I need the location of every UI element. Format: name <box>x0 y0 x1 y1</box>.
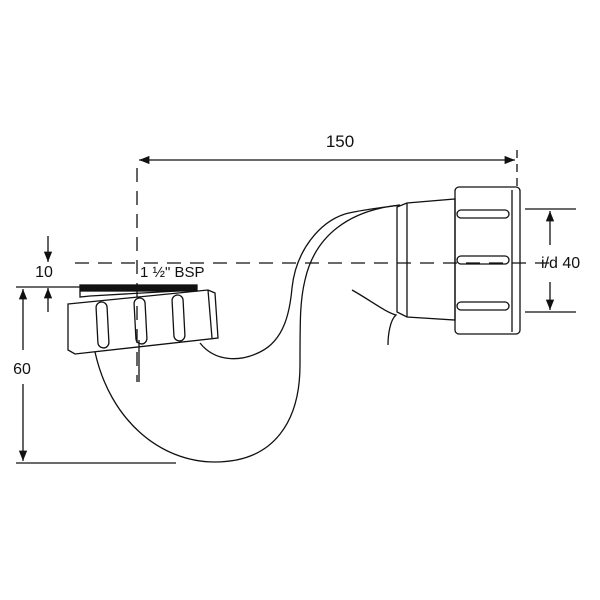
trap-outer-curve <box>94 204 401 463</box>
thread-label: 1 ½" BSP <box>140 264 205 281</box>
inlet-nut-slot <box>171 294 186 342</box>
outlet-nut <box>454 186 521 335</box>
outlet-nut-slot <box>456 301 510 311</box>
width-label: 150 <box>326 132 354 151</box>
inlet-nut-slot <box>95 301 110 349</box>
trap-outlet-lower <box>351 289 398 346</box>
height-label: 60 <box>13 361 31 378</box>
outlet-nut-slot <box>456 209 510 219</box>
trap-outlet-bend <box>344 204 401 215</box>
outlet-nut-slot <box>456 255 510 265</box>
inlet-nut-slot <box>133 297 148 345</box>
inlet-flange <box>79 289 196 298</box>
inlet-washer <box>79 284 198 292</box>
outlet-sleeve <box>396 198 456 321</box>
outlet-label: i/d 40 <box>541 255 580 272</box>
offset-label: 10 <box>35 264 53 281</box>
inlet-nut-edge <box>207 289 213 339</box>
trap-inner-curve <box>199 213 346 360</box>
